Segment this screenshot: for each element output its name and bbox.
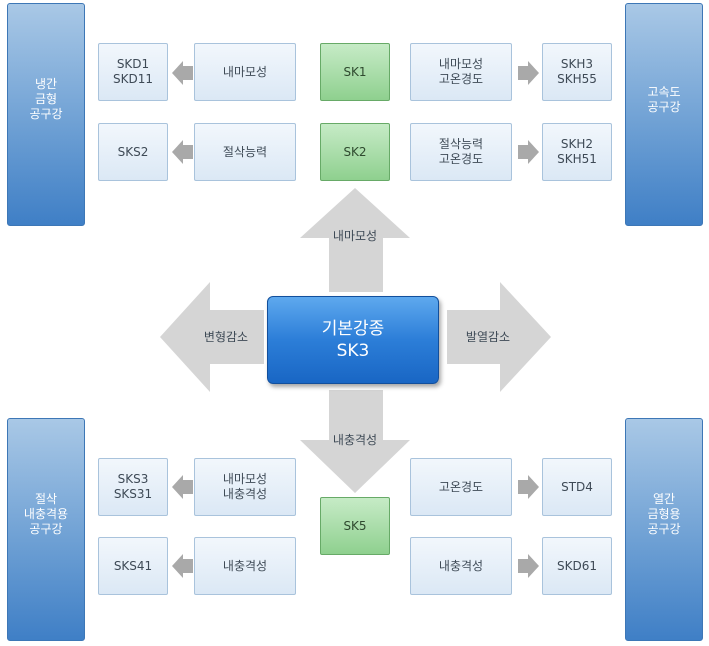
small-arrow-left-icon bbox=[172, 140, 193, 164]
grade-box-sk5: SK5 bbox=[320, 497, 390, 555]
direction-label-up: 내마모성 bbox=[332, 229, 378, 243]
grade-box: SKS2 bbox=[98, 123, 168, 181]
small-arrow-right-icon bbox=[518, 61, 539, 85]
center-title: 기본강종 bbox=[321, 319, 385, 339]
grade-box: STD4 bbox=[542, 458, 612, 516]
grade-box: SKH3 SKH55 bbox=[542, 43, 612, 101]
property-box: 절삭능력 고온경도 bbox=[410, 123, 512, 181]
small-arrow-left-icon bbox=[172, 554, 193, 578]
grade-box: SKD61 bbox=[542, 537, 612, 595]
side-panel-label: 절삭 내충격용 공구강 bbox=[23, 492, 69, 536]
center-grade: SK3 bbox=[336, 341, 370, 361]
side-panel-bottom-right: 열간 금형용 공구강 bbox=[625, 418, 703, 641]
grade-box: SKD1 SKD11 bbox=[98, 43, 168, 101]
property-box: 내충격성 bbox=[194, 537, 296, 595]
property-box: 내마모성 내충격성 bbox=[194, 458, 296, 516]
small-arrow-right-icon bbox=[518, 140, 539, 164]
direction-label-down: 내충격성 bbox=[332, 433, 378, 447]
arrow-left-icon bbox=[160, 282, 264, 392]
grade-box: SKS41 bbox=[98, 537, 168, 595]
direction-label-left: 변형감소 bbox=[203, 330, 249, 344]
small-arrow-left-icon bbox=[172, 61, 193, 85]
grade-box: SKH2 SKH51 bbox=[542, 123, 612, 181]
arrow-right-icon bbox=[447, 282, 551, 392]
property-box: 내충격성 bbox=[410, 537, 512, 595]
property-box: 내마모성 bbox=[194, 43, 296, 101]
grade-box-sk1: SK1 bbox=[320, 43, 390, 101]
property-box: 고온경도 bbox=[410, 458, 512, 516]
direction-label-right: 발열감소 bbox=[465, 330, 511, 344]
small-arrow-left-icon bbox=[172, 475, 193, 499]
small-arrow-right-icon bbox=[518, 554, 539, 578]
small-arrow-right-icon bbox=[518, 475, 539, 499]
side-panel-label: 냉간 금형 공구강 bbox=[29, 77, 63, 121]
grade-box-sk2: SK2 bbox=[320, 123, 390, 181]
side-panel-top-left: 냉간 금형 공구강 bbox=[7, 3, 85, 226]
side-panel-label: 열간 금형용 공구강 bbox=[647, 492, 681, 536]
arrow-up-icon bbox=[300, 188, 410, 292]
center-base-grade: 기본강종 SK3 bbox=[267, 296, 439, 384]
property-box: 내마모성 고온경도 bbox=[410, 43, 512, 101]
side-panel-bottom-left: 절삭 내충격용 공구강 bbox=[7, 418, 85, 641]
side-panel-top-right: 고속도 공구강 bbox=[625, 3, 703, 226]
property-box: 절삭능력 bbox=[194, 123, 296, 181]
arrow-down-icon bbox=[300, 390, 410, 493]
side-panel-label: 고속도 공구강 bbox=[647, 84, 681, 114]
grade-box: SKS3 SKS31 bbox=[98, 458, 168, 516]
